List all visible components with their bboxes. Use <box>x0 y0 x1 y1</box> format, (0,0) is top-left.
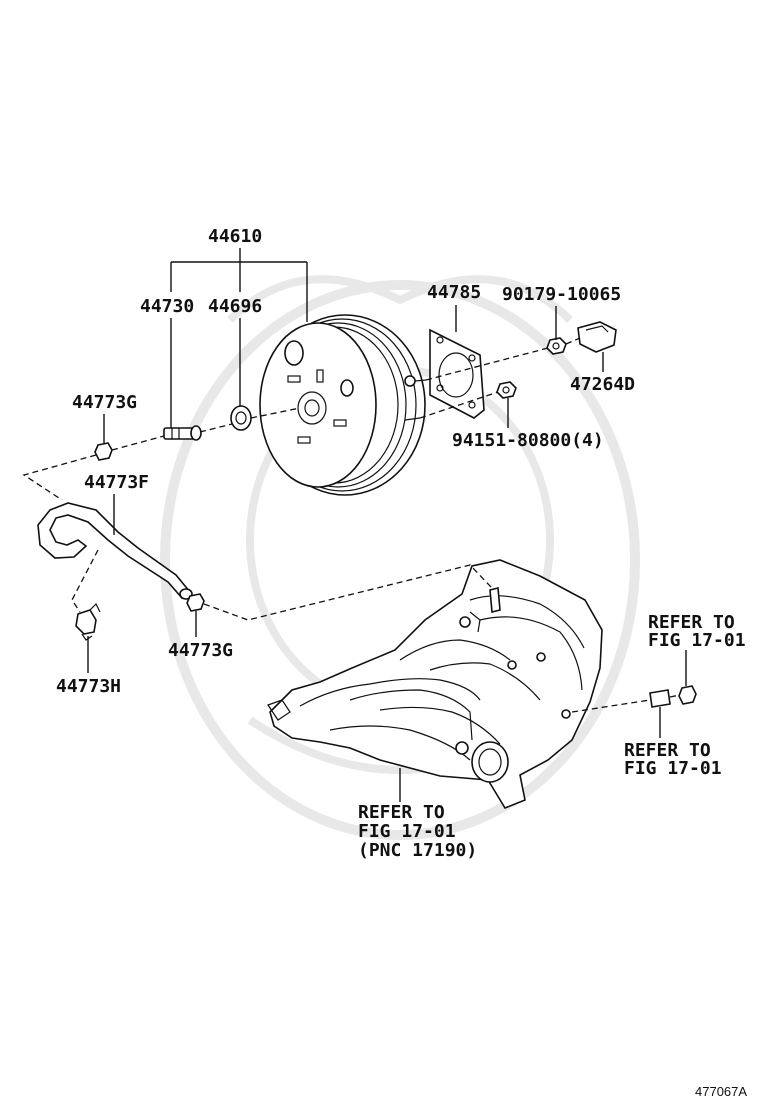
figure-code: 477067A <box>695 1084 747 1099</box>
clamp-44773G-top <box>94 442 113 461</box>
nut-90179 <box>546 337 567 355</box>
pushrod-44730 <box>163 425 202 441</box>
refer-bottom-line1: REFER TO <box>358 802 445 823</box>
label-47264D: 47264D <box>570 374 635 395</box>
label-44773F: 44773F <box>84 472 149 493</box>
refer-bottom-line3: (PNC 17190) <box>358 840 477 861</box>
bracket-47264D <box>577 321 617 353</box>
refer-top-right-line1: REFER TO <box>648 612 735 633</box>
label-44696: 44696 <box>208 296 262 317</box>
refer-top-right-line2: FIG 17-01 <box>648 630 746 651</box>
clamp-44773G-bottom <box>186 593 205 612</box>
label-44773H: 44773H <box>56 676 121 697</box>
refer-mid-right-line1: REFER TO <box>624 740 711 761</box>
label-44730: 44730 <box>140 296 194 317</box>
grommet-44696 <box>230 405 252 431</box>
brake-booster <box>259 314 427 496</box>
label-44610: 44610 <box>208 226 262 247</box>
assembly-lines <box>22 337 681 713</box>
label-44773G-top: 44773G <box>72 392 137 413</box>
vacuum-hose-44773F <box>37 502 193 600</box>
leader-lines <box>87 248 687 802</box>
nut-94151 <box>496 381 517 399</box>
refer-bottom-line2: FIG 17-01 <box>358 821 456 842</box>
clip-44773H <box>75 602 101 641</box>
label-44785: 44785 <box>427 282 481 303</box>
label-44773G-bottom: 44773G <box>168 640 233 661</box>
intake-manifold <box>267 559 603 809</box>
label-90179-10065: 90179-10065 <box>502 284 621 305</box>
refer-mid-right-line2: FIG 17-01 <box>624 758 722 779</box>
pcv-pipe <box>649 685 697 708</box>
gasket-44785 <box>429 328 485 419</box>
label-94151-80800: 94151-80800(4) <box>452 430 604 451</box>
